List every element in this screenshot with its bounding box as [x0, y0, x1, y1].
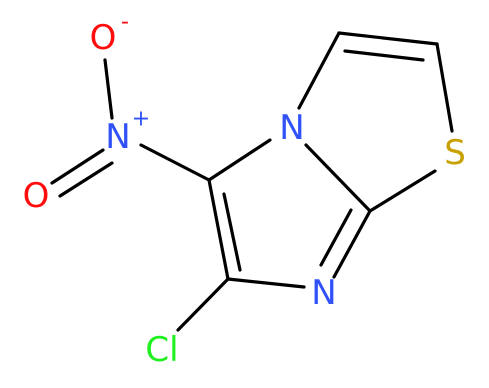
bond-nring-c7a — [304, 143, 372, 213]
bond-c2-c3-a — [337, 31, 439, 46]
bond-ominus-nplus — [103, 58, 114, 120]
bond-s-c2 — [435, 42, 454, 133]
bond-c6-nbottom — [226, 277, 306, 289]
atom-o-minus: O — [90, 18, 117, 58]
charge-n-plus: + — [132, 107, 150, 132]
bond-nplus-odouble-b — [58, 161, 114, 198]
atom-o-double: O — [23, 176, 50, 216]
atom-n-ring-top: N — [279, 108, 304, 148]
bonds — [50, 31, 454, 332]
bond-nplus-c5 — [139, 143, 211, 182]
bond-nbottom-c7a-a — [332, 209, 372, 279]
bond-c6-cl — [176, 277, 230, 332]
bond-nbottom-c7a-b — [319, 208, 353, 267]
bond-c3-nring — [297, 31, 341, 110]
atom-n-ring-bottom: N — [311, 273, 336, 313]
bond-c7a-s — [368, 169, 437, 213]
bond-c5-c6-b — [222, 192, 242, 272]
bond-c2-c3-b — [343, 49, 425, 62]
bond-nplus-odouble-a — [50, 148, 105, 185]
bond-c5-c6-a — [207, 178, 230, 281]
atom-n-plus: N — [105, 117, 130, 157]
atom-s: S — [444, 133, 466, 173]
atom-cl: Cl — [145, 330, 178, 370]
bond-c5-nring — [207, 138, 272, 182]
charge-o-minus: - — [121, 10, 129, 35]
atom-labels: O - N + O N S N Cl — [23, 10, 466, 371]
